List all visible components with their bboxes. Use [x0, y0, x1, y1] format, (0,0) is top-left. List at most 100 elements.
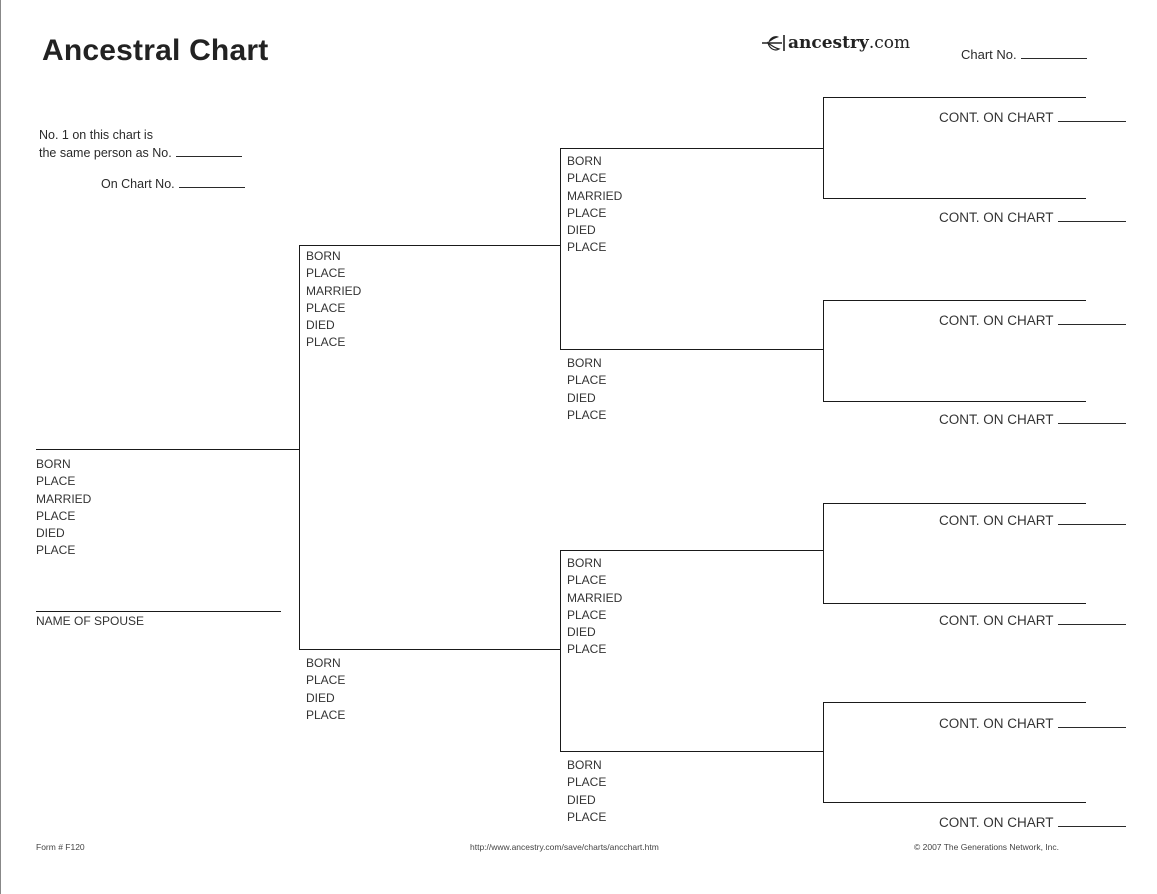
on-chart-note: On Chart No. [101, 175, 245, 193]
died-label: DIED [36, 526, 65, 541]
born-label: BORN [567, 154, 602, 168]
person-2-name-line[interactable] [299, 245, 560, 246]
person-7-details: BORN PLACE DIED PLACE [567, 757, 606, 826]
person-8-name-line[interactable] [823, 97, 1086, 98]
place-label: PLACE [36, 508, 76, 523]
person-10-name-line[interactable] [823, 300, 1086, 301]
married-label: MARRIED [306, 283, 362, 298]
gen2-upper-connector [560, 148, 561, 349]
chart-number-blank[interactable] [1020, 46, 1087, 59]
died-label: DIED [567, 625, 596, 640]
cont-on-chart-blank[interactable] [1057, 813, 1126, 827]
place-label: PLACE [306, 300, 346, 315]
cont-on-chart-blank[interactable] [1057, 311, 1126, 325]
place-label: PLACE [306, 707, 346, 722]
person-1-details: BORN PLACE MARRIED PLACE DIED PLACE [36, 456, 91, 560]
cont-on-chart-11[interactable]: CONT. ON CHART [939, 410, 1126, 427]
gen3-connector-2 [823, 300, 824, 402]
place-label: PLACE [306, 673, 346, 688]
same-person-line1: No. 1 on this chart is [39, 128, 153, 142]
person-5-details: BORN PLACE DIED PLACE [567, 355, 606, 424]
chart-number-field[interactable]: Chart No. [961, 46, 1087, 62]
person-2-details: BORN PLACE MARRIED PLACE DIED PLACE [306, 248, 361, 352]
died-label: DIED [306, 690, 335, 705]
cont-on-chart-blank[interactable] [1057, 410, 1126, 424]
place-label: PLACE [567, 205, 607, 220]
cont-on-chart-blank[interactable] [1057, 108, 1126, 122]
cont-on-chart-blank[interactable] [1057, 208, 1126, 222]
person-11-name-line[interactable] [823, 401, 1086, 402]
place-label: PLACE [567, 171, 607, 186]
married-label: MARRIED [567, 590, 623, 605]
copyright: © 2007 The Generations Network, Inc. [914, 842, 1060, 852]
place-label: PLACE [567, 407, 607, 422]
same-person-note: No. 1 on this chart is the same person a… [39, 126, 242, 162]
place-label: PLACE [567, 607, 607, 622]
place-label: PLACE [567, 240, 607, 255]
person-9-name-line[interactable] [823, 198, 1086, 199]
place-label: PLACE [567, 809, 607, 824]
ancestry-logo: ancestry.com [760, 33, 910, 53]
born-label: BORN [567, 556, 602, 570]
place-label: PLACE [36, 474, 76, 489]
gen2-lower-connector [560, 550, 561, 751]
place-label: PLACE [567, 775, 607, 790]
cont-on-chart-10[interactable]: CONT. ON CHART [939, 311, 1126, 328]
chart-number-label: Chart No. [961, 47, 1017, 62]
logo-text: ancestry.com [788, 33, 911, 53]
born-label: BORN [567, 356, 602, 370]
place-label: PLACE [567, 573, 607, 588]
on-chart-label: On Chart No. [101, 177, 175, 191]
born-label: BORN [306, 249, 341, 263]
born-label: BORN [36, 457, 71, 471]
gen1-connector [299, 245, 300, 650]
person-15-name-line[interactable] [823, 802, 1086, 803]
person-6-name-line[interactable] [560, 550, 823, 551]
cont-on-chart-13[interactable]: CONT. ON CHART [939, 611, 1126, 628]
page-border [0, 0, 1, 894]
person-3-details: BORN PLACE DIED PLACE [306, 655, 345, 724]
cont-on-chart-14[interactable]: CONT. ON CHART [939, 714, 1126, 731]
person-5-name-line[interactable] [560, 349, 823, 350]
person-7-name-line[interactable] [560, 751, 823, 752]
cont-on-chart-8[interactable]: CONT. ON CHART [939, 108, 1126, 125]
person-6-details: BORN PLACE MARRIED PLACE DIED PLACE [567, 555, 622, 659]
died-label: DIED [567, 390, 596, 405]
person-1-name-line[interactable] [36, 449, 299, 450]
gen3-connector-4 [823, 702, 824, 803]
place-label: PLACE [306, 335, 346, 350]
page-title: Ancestral Chart [42, 34, 269, 67]
cont-on-chart-9[interactable]: CONT. ON CHART [939, 208, 1126, 225]
place-label: PLACE [306, 266, 346, 281]
person-12-name-line[interactable] [823, 503, 1086, 504]
died-label: DIED [567, 792, 596, 807]
footer-url[interactable]: http://www.ancestry.com/save/charts/ancc… [470, 842, 659, 852]
cont-on-chart-12[interactable]: CONT. ON CHART [939, 511, 1126, 528]
spouse-name-line[interactable] [36, 611, 281, 612]
cont-on-chart-15[interactable]: CONT. ON CHART [939, 813, 1126, 830]
cont-on-chart-blank[interactable] [1057, 611, 1126, 625]
same-person-blank[interactable] [175, 144, 242, 157]
person-3-name-line[interactable] [299, 649, 560, 650]
person-4-name-line[interactable] [560, 148, 823, 149]
place-label: PLACE [36, 543, 76, 558]
died-label: DIED [306, 318, 335, 333]
born-label: BORN [567, 758, 602, 772]
leaf-icon [762, 35, 785, 51]
gen3-connector-3 [823, 503, 824, 604]
married-label: MARRIED [567, 188, 623, 203]
died-label: DIED [567, 223, 596, 238]
place-label: PLACE [567, 642, 607, 657]
married-label: MARRIED [36, 491, 92, 506]
person-13-name-line[interactable] [823, 603, 1086, 604]
person-4-details: BORN PLACE MARRIED PLACE DIED PLACE [567, 153, 622, 257]
cont-on-chart-blank[interactable] [1057, 511, 1126, 525]
cont-on-chart-blank[interactable] [1057, 714, 1126, 728]
person-14-name-line[interactable] [823, 702, 1086, 703]
born-label: BORN [306, 656, 341, 670]
on-chart-blank[interactable] [178, 175, 245, 188]
spouse-label: NAME OF SPOUSE [36, 614, 145, 628]
same-person-line2: the same person as No. [39, 144, 242, 162]
place-label: PLACE [567, 373, 607, 388]
form-number: Form # F120 [36, 842, 85, 852]
